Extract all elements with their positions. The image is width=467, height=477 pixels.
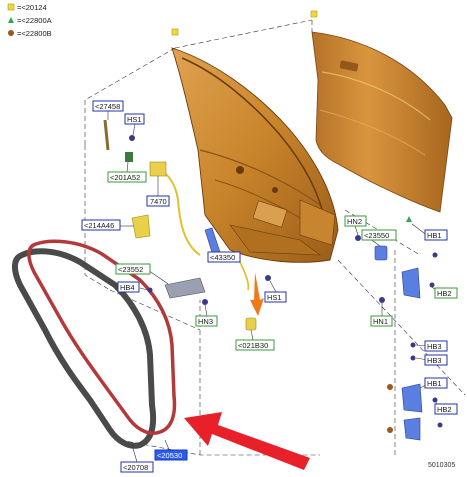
callout-hb2-low: HB2: [434, 403, 458, 415]
bolt-icon: [410, 355, 416, 361]
door-outer-skin: [311, 31, 453, 213]
svg-text:HN3: HN3: [198, 317, 213, 326]
bolt-icon: [410, 342, 416, 348]
inner-weatherstrip: [27, 239, 177, 435]
callout-23550: <23550: [361, 229, 397, 241]
bolt-icon: [432, 397, 438, 403]
hinge-bracket-part: [403, 417, 421, 441]
leader-lines: [107, 110, 439, 463]
brown-circle-icon: [387, 384, 393, 390]
yellow-square-icon: [310, 10, 318, 18]
bolt-icon: [202, 299, 208, 305]
svg-text:<20530: <20530: [157, 451, 182, 460]
svg-text:<27458: <27458: [95, 102, 120, 111]
svg-text:<214A46: <214A46: [84, 221, 114, 230]
svg-text:7470: 7470: [150, 197, 167, 206]
svg-text:<23552: <23552: [118, 265, 143, 274]
callout-20708: <20708: [120, 461, 154, 473]
check-arm-part: [164, 277, 206, 299]
legend-ref-2: =<22800A: [17, 16, 52, 25]
yellow-square-icon: [171, 28, 179, 36]
orange-arrow-icon: [250, 272, 264, 316]
svg-text:<201A52: <201A52: [110, 173, 140, 182]
callout-hn2: HN2: [344, 215, 367, 227]
bolt-icon: [379, 297, 385, 303]
callout-43350: <43350: [207, 251, 241, 263]
svg-text:HB3: HB3: [427, 356, 442, 365]
bolt-icon: [355, 235, 361, 241]
svg-text:HB1: HB1: [427, 231, 442, 240]
hardware-right: [355, 216, 443, 441]
svg-text:<021B30: <021B30: [238, 341, 268, 350]
callout-hb3-b: HB3: [424, 354, 448, 366]
svg-text:<43350: <43350: [210, 253, 235, 262]
hardware-left: [103, 119, 271, 331]
grommet-part: [245, 317, 257, 331]
callout-hn1: HN1: [370, 315, 393, 327]
bolt-icon: [432, 252, 438, 258]
bolt-icon: [147, 287, 153, 293]
callout-hb1-top: HB1: [424, 229, 448, 241]
green-triangle-icon: [406, 216, 412, 222]
callout-021b30: <021B30: [235, 339, 275, 351]
lower-hinge-part: [401, 383, 423, 413]
brown-circle-icon: [8, 30, 14, 36]
bolt-icon: [129, 135, 135, 141]
callout-23552: <23552: [115, 263, 151, 275]
callout-201a52: <201A52: [107, 171, 147, 183]
outer-weatherstrip: [12, 248, 157, 449]
callout-hb3-a: HB3: [424, 340, 448, 352]
svg-text:HS1: HS1: [267, 293, 282, 302]
bolt-icon: [429, 282, 435, 288]
figure-number: 5010305: [428, 462, 455, 469]
door-inner-frame: [171, 47, 339, 263]
svg-text:HS1: HS1: [127, 115, 142, 124]
callouts: <27458 HS1 <201A52 7470 <214A46 <43350 <…: [81, 100, 458, 473]
svg-text:HB3: HB3: [427, 342, 442, 351]
svg-text:<20708: <20708: [123, 463, 148, 472]
bolt-icon: [437, 422, 443, 428]
callout-hs1-low: HS1: [264, 291, 287, 303]
callout-7470: 7470: [146, 195, 170, 207]
svg-text:HN2: HN2: [347, 217, 362, 226]
brown-circle-icon: [387, 427, 393, 433]
callout-hb2-top: HB2: [434, 287, 458, 299]
rod-part: [103, 119, 110, 151]
svg-text:<23550: <23550: [364, 231, 389, 240]
callout-hb1-low: HB1: [424, 377, 448, 389]
red-highlight-arrow-icon: [184, 412, 310, 470]
yellow-square-icon: [7, 3, 15, 11]
latch-part: [149, 161, 167, 177]
callout-214a46: <214A46: [81, 219, 121, 231]
svg-text:HB4: HB4: [120, 283, 135, 292]
callout-20530: <20530: [154, 449, 188, 461]
legend: =<20124 =<22800A =<22800B: [7, 3, 52, 38]
callout-hb4: HB4: [117, 281, 140, 293]
cable-part: [149, 164, 201, 256]
svg-text:HB1: HB1: [427, 379, 442, 388]
green-triangle-icon: [8, 17, 14, 23]
weatherstrip-seals: [12, 239, 177, 449]
legend-ref-1: =<20124: [17, 3, 47, 12]
upper-hinge-part: [401, 267, 421, 299]
handle-bracket-part: [131, 214, 151, 239]
legend-ref-3: =<22800B: [17, 29, 52, 38]
callout-27458: <27458: [92, 100, 124, 112]
bolt-icon: [265, 275, 271, 281]
callout-hn3: HN3: [195, 315, 218, 327]
wire-part: [239, 261, 250, 291]
svg-text:HB2: HB2: [437, 289, 452, 298]
striker-part: [374, 245, 388, 261]
callout-hs1-top: HS1: [124, 113, 145, 125]
clip-part: [125, 152, 133, 162]
svg-text:HN1: HN1: [373, 317, 388, 326]
svg-text:HB2: HB2: [437, 405, 452, 414]
